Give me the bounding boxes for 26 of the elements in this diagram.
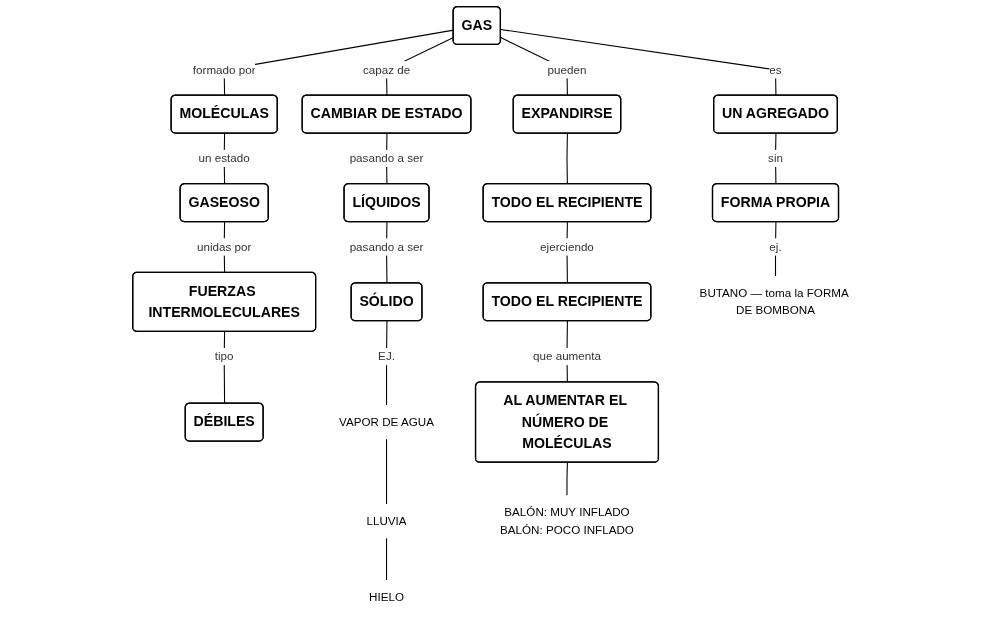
node-text: HIELO: [369, 590, 404, 604]
edge-label: EJ.: [378, 349, 395, 363]
edge-label: pueden: [547, 62, 587, 77]
connector: [566, 462, 568, 496]
edge-label: ej.: [769, 239, 782, 254]
edge-label: formado por: [192, 62, 256, 77]
edge-label: unidas por: [197, 239, 252, 254]
edge-label: que aumenta: [533, 349, 601, 363]
node-text: BUTANO — toma la FORMA DE BOMBONA: [699, 285, 849, 317]
node-text: BALÓN: MUY INFLADO BALÓN: POCO INFLADO: [500, 505, 634, 537]
connector: [386, 438, 388, 505]
connector: [386, 320, 388, 406]
node-text: VAPOR DE AGUA: [339, 415, 434, 429]
edge-label: un estado: [198, 151, 250, 165]
edge-label: es: [769, 62, 782, 77]
connector: [566, 132, 568, 185]
node-text: LLUVIA: [366, 514, 407, 528]
connector: [386, 537, 388, 581]
edge-label: ejerciendo: [540, 239, 594, 254]
edge-label: capaz de: [362, 62, 411, 77]
edge-label: tipo: [214, 349, 234, 363]
edge-label: sin: [768, 151, 783, 165]
edge-label: pasando a ser: [349, 239, 424, 254]
edge-label: pasando a ser: [349, 151, 424, 165]
connector: [223, 331, 226, 405]
connector: [774, 221, 777, 277]
